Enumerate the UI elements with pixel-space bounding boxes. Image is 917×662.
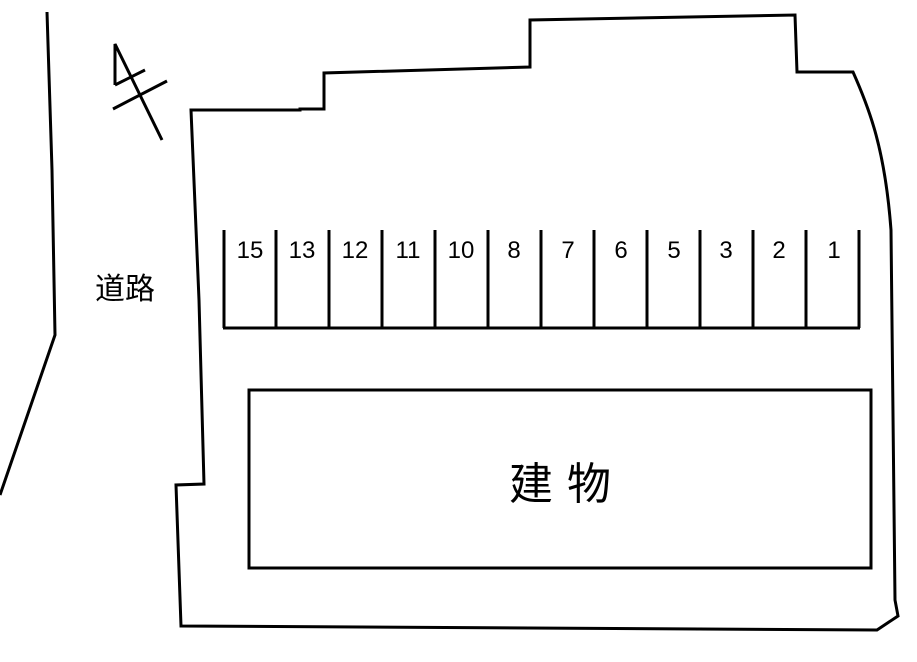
- parking-space-label: 11: [396, 237, 421, 264]
- parking-space-label: 5: [667, 237, 680, 264]
- parking-space-label: 13: [289, 237, 316, 264]
- parking-space-label: 6: [614, 237, 627, 264]
- parking-space-label: 3: [719, 237, 732, 264]
- parking-area: 15 13 12 11 10 8 7 6 5 3 2 1: [222, 230, 861, 330]
- parking-space-label: 12: [342, 237, 369, 264]
- building-outline: [247, 388, 873, 570]
- parking-space-label: 15: [237, 237, 264, 264]
- parking-space-label: 8: [507, 237, 520, 264]
- site-boundary: [174, 13, 900, 632]
- north-arrow-icon: [112, 43, 168, 141]
- parking-space-label: 2: [772, 237, 785, 264]
- road-label: 道路: [95, 272, 155, 307]
- parking-space-label: 10: [448, 237, 475, 264]
- road-edge-line: [0, 11, 57, 496]
- building-label: 建 物: [509, 459, 611, 510]
- parking-space-label: 7: [561, 237, 574, 264]
- parking-space-label: 1: [827, 237, 840, 264]
